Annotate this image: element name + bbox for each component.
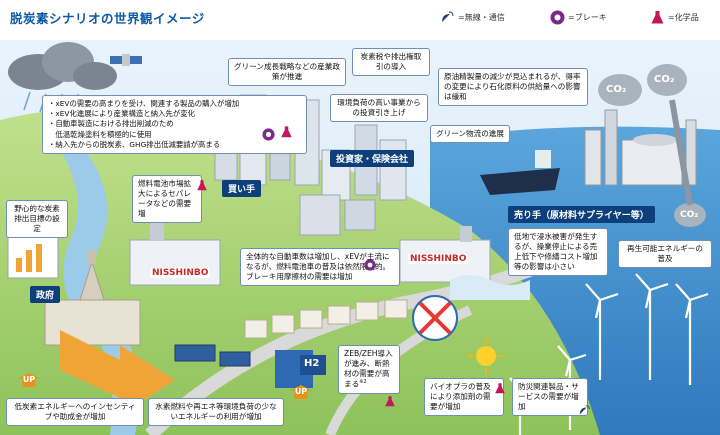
fuel-cell-bubble: 燃料電池市場拡大によるセパレータなどの需要増	[132, 175, 202, 224]
brake-disc-icon	[550, 10, 565, 25]
chemical-flask-icon	[384, 393, 396, 412]
legend-chemical: =化学品	[650, 10, 699, 25]
page-title: 脱炭素シナリオの世界観イメージ	[10, 11, 205, 26]
list-item: ・xEVの需要の高まりを受け、関連する製品の購入が増加	[48, 99, 240, 108]
co2-label: CO₂	[606, 84, 627, 95]
satellite	[110, 54, 142, 66]
legend-wireless: =無線・通信	[440, 10, 505, 25]
brake-disc-icon	[364, 256, 376, 275]
satellite-dish-icon	[578, 402, 591, 421]
list-item: ・納入先からの脱炭素、GHG排出低減要請が高まる	[48, 139, 221, 149]
sun	[468, 338, 504, 374]
buyer-tag: 買い手	[222, 180, 262, 197]
h2-badge: H2	[304, 358, 320, 369]
chemical-flask-icon	[494, 380, 506, 399]
investor-tag: 投資家・保険会社	[330, 150, 415, 167]
legend-brake: =ブレーキ	[550, 10, 607, 25]
targets-bubble: 野心的な炭素排出目標の設定	[6, 200, 68, 239]
ship	[480, 150, 560, 195]
list-item: 低温乾燥塗料を積極的に使用	[48, 129, 152, 139]
hydrogen-station	[275, 350, 326, 388]
legend-label: =ブレーキ	[568, 13, 607, 22]
list-item: ・xEV化進展により産業構造と納入先が変化	[48, 109, 195, 119]
hydrogen-bubble: 水素燃料や再エネ等環境負荷の少ないエネルギーの利用が増加	[148, 398, 284, 427]
disaster-bubble: 防災関連製品・サービスの需要が増加	[512, 378, 588, 417]
flow-arrow	[60, 330, 175, 415]
zeb-text: ZEB/ZEH導入が進み、断熱材の需要が高まる	[344, 349, 393, 389]
target-chart	[7, 231, 59, 279]
co2-label: CO₂	[654, 74, 675, 85]
legend-label: =無線・通信	[458, 13, 505, 22]
investment-bubble: 環境負荷の高い事業からの投資引き上げ	[330, 94, 428, 123]
list-item: ・自動車製造における排出削減のため	[48, 119, 174, 129]
up-badge: UP	[18, 373, 40, 387]
up-badge: UP	[290, 385, 312, 399]
lowland-bubble: 低地で浸水被害が発生するが、操業停止による売上低下や修繕コスト増加等の影響は小さ…	[508, 228, 608, 277]
houses	[244, 299, 408, 339]
chemical-flask-icon	[650, 10, 665, 25]
green-logistics-bubble: グリーン物流の進展	[430, 125, 510, 144]
carbon-tax-bubble: 炭素税や排出権取引の導入	[352, 48, 430, 77]
refinery	[584, 109, 697, 186]
co2-clouds	[598, 64, 706, 227]
co2-label: CO₂	[680, 210, 699, 220]
zeb-footnote: ※2	[359, 379, 367, 386]
renewable-bubble: 再生可能エネルギーの普及	[618, 240, 712, 269]
chemical-flask-icon	[280, 124, 293, 143]
oil-refining-bubble: 原油精製量の減少が見込まれるが、得率の変更により石化原料の供給量への影響は緩和	[438, 68, 588, 107]
solar-panels	[174, 344, 251, 367]
zeb-bubble: ZEB/ZEH導入が進み、断熱材の需要が高まる※2	[338, 345, 400, 394]
chemical-flask-icon	[196, 177, 208, 196]
vehicles-bubble: 全体的な自動車数は増加し、xEVが主流になるが、燃料電池車の普及は依然限定的。ブ…	[240, 248, 400, 287]
company-logo: NISSHINBO	[408, 254, 469, 264]
government-building	[44, 250, 141, 346]
storm-cloud	[8, 42, 117, 121]
brake-disc-icon	[262, 126, 275, 145]
policy-bubble: グリーン成長戦略などの産業政策が推進	[228, 58, 346, 87]
buyer-impacts-list: ・xEVの需要の高まりを受け、関連する製品の購入が増加 ・xEV化進展により産業…	[42, 95, 307, 155]
prohibited-mark	[412, 295, 458, 341]
seller-tag: 売り手（原材料サプライヤー等）	[508, 206, 655, 223]
company-logo: NISSHINBO	[150, 268, 211, 278]
co2-arrow	[669, 99, 693, 206]
government-tag: 政府	[30, 286, 61, 303]
incentive-bubble: 低炭素エネルギーへのインセンティブや助成金が増加	[6, 398, 144, 427]
bioplastic-bubble: バイオプラの普及により添加剤の需要が増加	[424, 378, 504, 417]
satellite-dish-icon	[440, 10, 455, 25]
legend-label: =化学品	[668, 13, 699, 22]
flood-waves	[450, 275, 530, 300]
